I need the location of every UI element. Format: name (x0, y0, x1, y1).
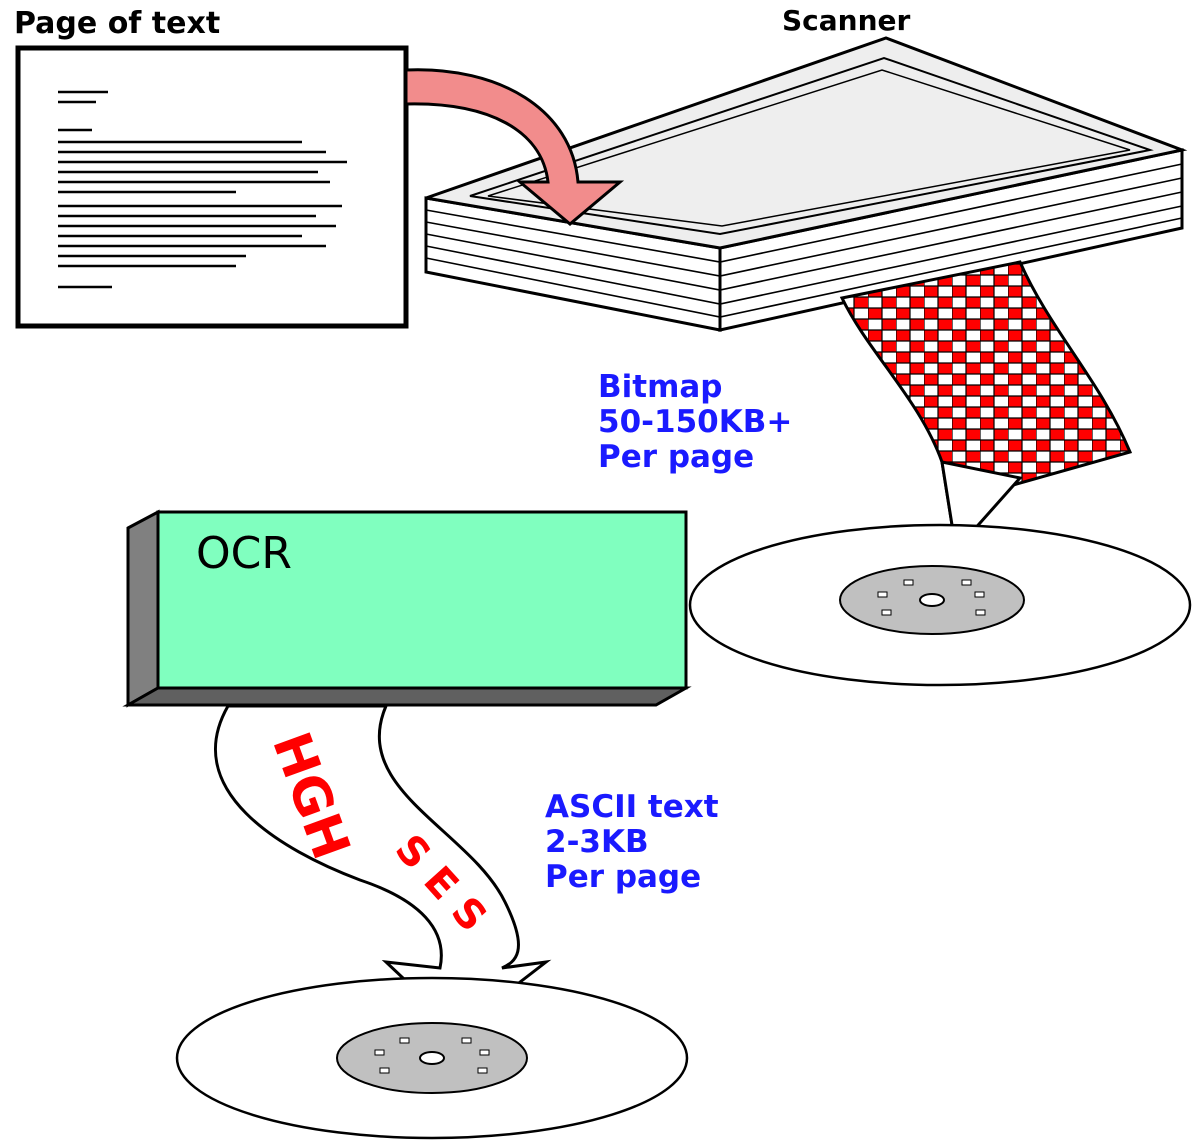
ascii-note-line3: Per page (545, 859, 702, 895)
document-text-lines (58, 90, 347, 289)
bitmap-note-line3: Per page (598, 439, 755, 475)
page-of-text-label: Page of text (14, 6, 221, 41)
scanner-label: Scanner (782, 4, 911, 37)
disk-icon (175, 976, 689, 1140)
flow-arrow-icon (404, 68, 625, 226)
disk-icon (688, 523, 1192, 687)
bitmap-note-line1: Bitmap (598, 369, 723, 405)
ocr-box-icon (122, 509, 692, 708)
ocr-label: OCR (196, 528, 292, 579)
scanner-icon (424, 36, 1188, 332)
document-icon (15, 45, 409, 329)
ascii-note: ASCII text 2-3KB Per page (545, 790, 719, 895)
bitmap-note-line2: 50-150KB+ (598, 404, 793, 440)
bitmap-note: Bitmap 50-150KB+ Per page (598, 370, 792, 475)
ascii-note-line2: 2-3KB (545, 824, 649, 860)
ascii-note-line1: ASCII text (545, 789, 719, 825)
